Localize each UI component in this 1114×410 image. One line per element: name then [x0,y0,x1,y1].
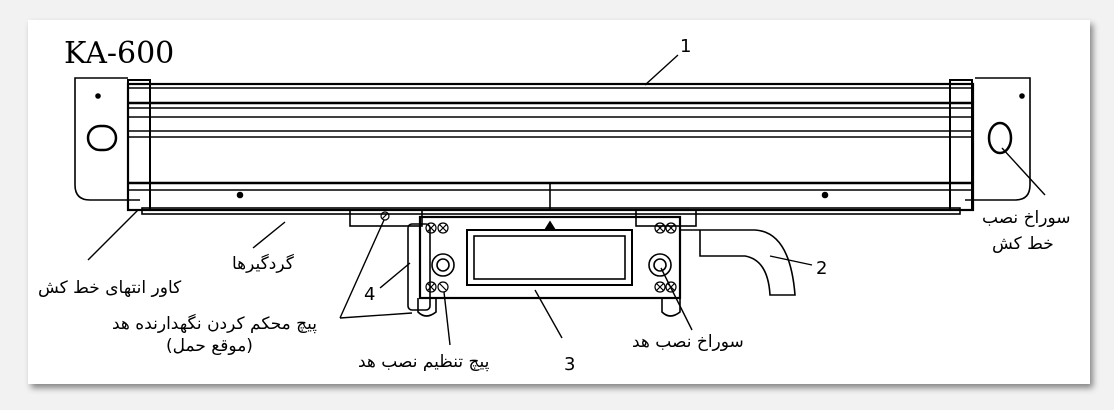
label-scale-mount-hole-2: خط کش [992,234,1054,254]
rail-lines [128,87,973,210]
head-mount-hole-right [648,253,672,277]
callout-1: 1 [680,36,692,57]
read-head [418,215,682,300]
head-foot [417,298,437,317]
head-mount-hole-left [431,253,455,277]
label-dust-seals: گردگیرها [232,254,294,274]
callout-3: 3 [564,354,576,375]
head-window [466,229,633,286]
dust-seal-strip [141,207,961,215]
label-head-lock-screw-note: (موقع حمل) [166,336,253,356]
left-mount-slot [86,124,118,152]
callout-4: 4 [364,284,376,305]
leader-lines [87,54,1046,346]
left-end-bracket [74,77,140,201]
diagram-panel [28,20,1090,384]
callout-2: 2 [816,258,828,279]
label-head-adjust-screw: پیچ تنظیم نصب هد [358,352,490,372]
cable [680,229,796,296]
right-mount-slot [987,121,1013,155]
label-scale-mount-hole-1: سوراخ نصب [982,208,1071,228]
label-scale-end-cover: کاور انتهای خط کش [38,278,182,298]
right-end-bracket [965,77,1031,201]
label-head-mount-hole: سوراخ نصب هد [632,332,744,352]
model-title: KA-600 [64,36,175,71]
label-head-lock-screw: پیچ محکم کردن نگهدارنده هد [112,314,318,334]
